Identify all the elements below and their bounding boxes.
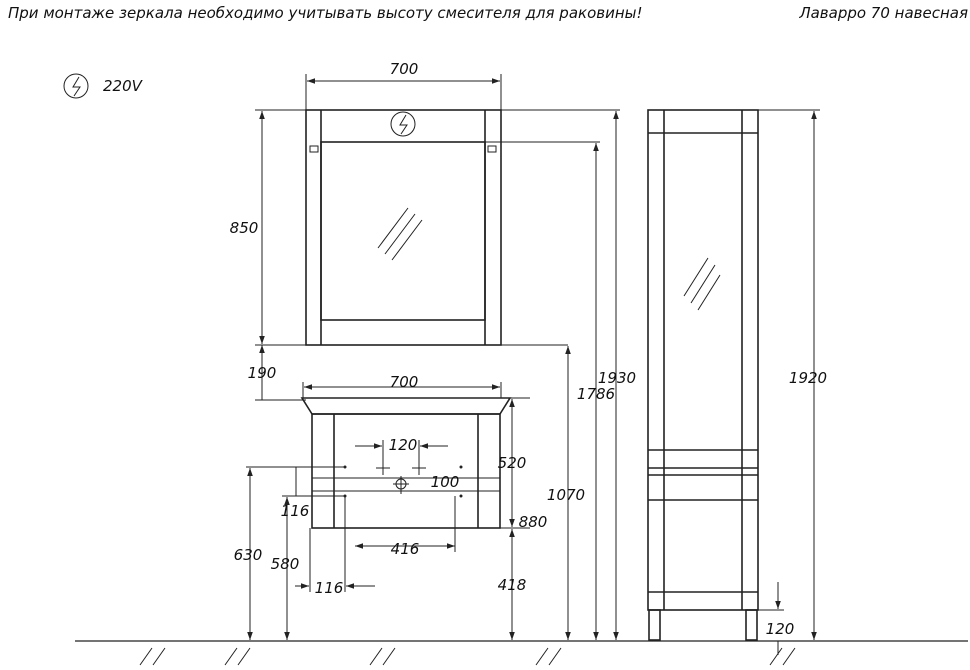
mirror-width-label: 700 <box>390 60 419 78</box>
leg-offset-label: 116 <box>281 502 310 520</box>
leg-spacing-label: 416 <box>391 540 420 558</box>
mirror-bottom-top-label: 1786 <box>577 385 615 403</box>
column-dimensions <box>758 109 820 655</box>
tap-holes <box>376 461 426 492</box>
height-630-label: 630 <box>234 546 263 564</box>
basin-width-label: 700 <box>390 373 419 391</box>
column-height-label: 1920 <box>789 369 827 387</box>
mirror <box>305 109 502 346</box>
cabinet-top-label: 880 <box>519 513 548 531</box>
mirror-top-label: 1930 <box>598 369 636 387</box>
cabinet-bottom-label: 418 <box>498 576 527 594</box>
height-580-label: 580 <box>271 555 300 573</box>
socket-icon <box>390 111 416 137</box>
floor-line <box>75 640 968 666</box>
vanity-cabinet <box>262 344 568 529</box>
electrical-legend: 220V <box>63 73 144 99</box>
mirror-dimensions <box>255 74 502 401</box>
column-cabinet <box>647 109 759 641</box>
counter-height-label: 1070 <box>547 486 585 504</box>
mirror-gap-label: 190 <box>248 364 277 382</box>
side-offset-label: 116 <box>315 579 344 597</box>
installation-note: При монтаже зеркала необходимо учитывать… <box>8 4 643 22</box>
mirror-height-label: 850 <box>230 219 259 237</box>
voltage-label: 220V <box>103 77 144 95</box>
waste-offset-label: 100 <box>431 473 460 491</box>
column-legs-label: 120 <box>766 620 795 638</box>
cabinet-height-label: 520 <box>498 454 527 472</box>
lightning-socket-icon <box>63 73 89 99</box>
model-name: Лаварро 70 навесная <box>798 4 968 22</box>
vanity-dimensions <box>246 109 620 640</box>
tap-spacing-label: 120 <box>389 436 418 454</box>
